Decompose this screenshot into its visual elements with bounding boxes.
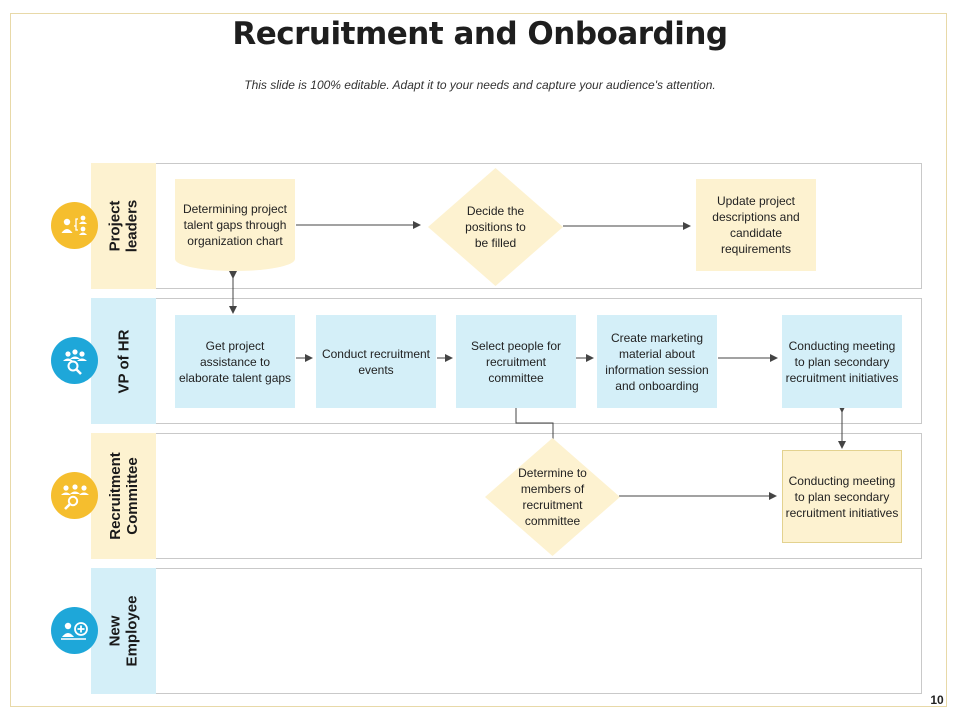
team-hierarchy-icon (51, 202, 98, 249)
node-create-marketing: Create marketing material about informat… (597, 315, 717, 408)
node-conduct-meeting-rc: Conducting meeting to plan secondary rec… (782, 450, 902, 543)
slide-frame (10, 13, 947, 707)
page-subtitle: This slide is 100% editable. Adapt it to… (244, 78, 716, 92)
node-conduct-meeting-vp: Conducting meeting to plan secondary rec… (782, 315, 902, 408)
node-text: Decide the positions to be filled (465, 204, 526, 250)
node-text: Determining project talent gaps through … (182, 202, 288, 248)
node-get-assistance: Get project assistance to elaborate tale… (175, 315, 295, 408)
node-update-descriptions: Update project descriptions and candidat… (696, 179, 816, 271)
decision-decide-positions: Decide the positions to be filled (428, 168, 563, 286)
node-text: Conduct recruitment events (321, 346, 431, 377)
node-select-people: Select people for recruitment committee (456, 315, 576, 408)
node-text: Get project assistance to elaborate tale… (178, 338, 292, 385)
node-text: Select people for recruitment committee (470, 338, 562, 385)
lane-label-project-leaders: Project leaders (91, 163, 156, 289)
node-text: Determine to members of recruitment comm… (518, 466, 587, 528)
lane-new-employee (91, 568, 922, 694)
node-text: Conducting meeting to plan secondary rec… (785, 473, 899, 520)
node-text: Update project descriptions and candidat… (712, 194, 800, 256)
lane-label-vp-of-hr: VP of HR (91, 298, 156, 424)
add-employee-icon (51, 607, 98, 654)
node-conduct-events: Conduct recruitment events (316, 315, 436, 408)
page-title: Recruitment and Onboarding (232, 16, 728, 52)
node-text: Create marketing material about informat… (605, 330, 709, 393)
committee-search-icon (51, 472, 98, 519)
people-search-icon (51, 337, 98, 384)
lane-label-new-employee: New Employee (91, 568, 156, 694)
page-number: 10 (930, 693, 944, 707)
decision-determine-members: Determine to members of recruitment comm… (485, 438, 620, 556)
node-text: Conducting meeting to plan secondary rec… (785, 338, 899, 385)
node-determine-talent-gaps: Determining project talent gaps through … (175, 179, 295, 271)
lane-label-recruitment-committee: Recruitment Committee (91, 433, 156, 559)
